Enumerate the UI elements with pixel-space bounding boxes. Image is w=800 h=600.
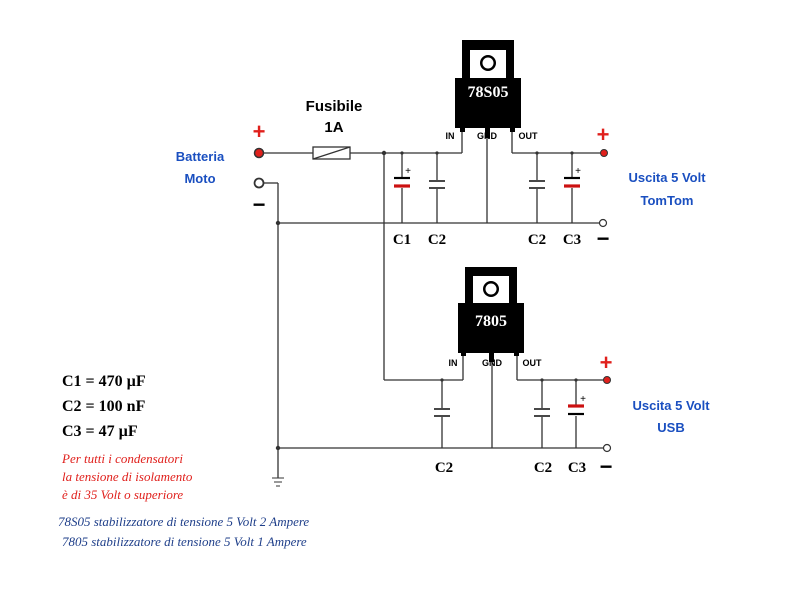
label-c3-top: C3 bbox=[563, 232, 581, 248]
capacitor-c2-bottom-left bbox=[434, 408, 450, 417]
capacitor-c3-bottom-plus: + bbox=[580, 394, 586, 405]
regulator-7805-label: 7805 bbox=[475, 313, 507, 330]
wires-bottom bbox=[277, 153, 606, 478]
junction-dots bbox=[275, 150, 578, 451]
battery-minus-sign: − bbox=[253, 192, 266, 217]
fuse-value: 1A bbox=[324, 119, 343, 136]
output-bottom-plus-sign: + bbox=[600, 350, 613, 375]
capacitor-c1-top bbox=[394, 176, 410, 188]
capacitor-c1-plus: + bbox=[405, 166, 411, 177]
regulator-78s05-pin-gnd: GND bbox=[477, 131, 498, 141]
capacitor-c3-bottom bbox=[568, 404, 584, 416]
output-bottom-positive-terminal bbox=[603, 376, 611, 384]
fuse bbox=[312, 146, 351, 160]
value-c3: C3 = 47 µF bbox=[62, 423, 138, 440]
battery-negative-terminal bbox=[253, 177, 265, 189]
output-bottom-minus-sign: − bbox=[600, 454, 613, 479]
regulator-78s05-label: 78S05 bbox=[468, 84, 509, 101]
capacitor-c2-top-left bbox=[429, 180, 445, 189]
note-line3: è di 35 Volt o superiore bbox=[62, 487, 183, 502]
value-c1: C1 = 470 µF bbox=[62, 373, 146, 390]
wires-top bbox=[262, 128, 602, 448]
note-line1: Per tutti i condensatori bbox=[61, 451, 183, 466]
battery-positive-terminal bbox=[253, 147, 265, 159]
output-top-plus-sign: + bbox=[597, 122, 610, 147]
output-bottom-negative-terminal bbox=[602, 443, 612, 453]
footer-line2: 7805 stabilizzatore di tensione 5 Volt 1… bbox=[62, 534, 307, 549]
regulator-7805 bbox=[458, 267, 524, 362]
battery-plus-sign: + bbox=[253, 119, 266, 144]
regulator-78s05-pin-in: IN bbox=[446, 131, 455, 141]
battery-label-line2: Moto bbox=[184, 171, 215, 186]
fuse-title: Fusibile bbox=[306, 98, 363, 115]
label-c3-bottom: C3 bbox=[568, 460, 586, 476]
label-c2-bottom-right: C2 bbox=[534, 460, 552, 476]
output-bottom-label-line2: USB bbox=[657, 420, 684, 435]
output-top-label-line1: Uscita 5 Volt bbox=[628, 170, 706, 185]
output-bottom-label-line1: Uscita 5 Volt bbox=[632, 398, 710, 413]
output-top-minus-sign: − bbox=[597, 226, 610, 251]
value-c2: C2 = 100 nF bbox=[62, 398, 146, 415]
footer-line1: 78S05 stabilizzatore di tensione 5 Volt … bbox=[58, 514, 309, 529]
capacitor-c2-top-right bbox=[529, 180, 545, 189]
label-c2-top-left: C2 bbox=[428, 232, 446, 248]
note-line2: la tensione di isolamento bbox=[62, 469, 193, 484]
regulator-78s05-pin-out: OUT bbox=[519, 131, 539, 141]
output-top-positive-terminal bbox=[600, 149, 608, 157]
regulator-78s05 bbox=[455, 40, 521, 138]
capacitor-c2-bottom-right bbox=[534, 408, 550, 417]
capacitor-c3-top bbox=[564, 176, 580, 188]
regulator-7805-pin-out: OUT bbox=[523, 358, 543, 368]
output-top-negative-terminal bbox=[598, 218, 608, 228]
label-c2-top-right: C2 bbox=[528, 232, 546, 248]
battery-label-line1: Batteria bbox=[176, 149, 225, 164]
regulator-7805-pin-in: IN bbox=[449, 358, 458, 368]
output-top-label-line2: TomTom bbox=[641, 193, 694, 208]
label-c1-top: C1 bbox=[393, 232, 411, 248]
label-c2-bottom-left: C2 bbox=[435, 460, 453, 476]
regulator-7805-pin-gnd: GND bbox=[482, 358, 503, 368]
ground-icon bbox=[272, 477, 284, 487]
capacitor-c3-plus: + bbox=[575, 166, 581, 177]
